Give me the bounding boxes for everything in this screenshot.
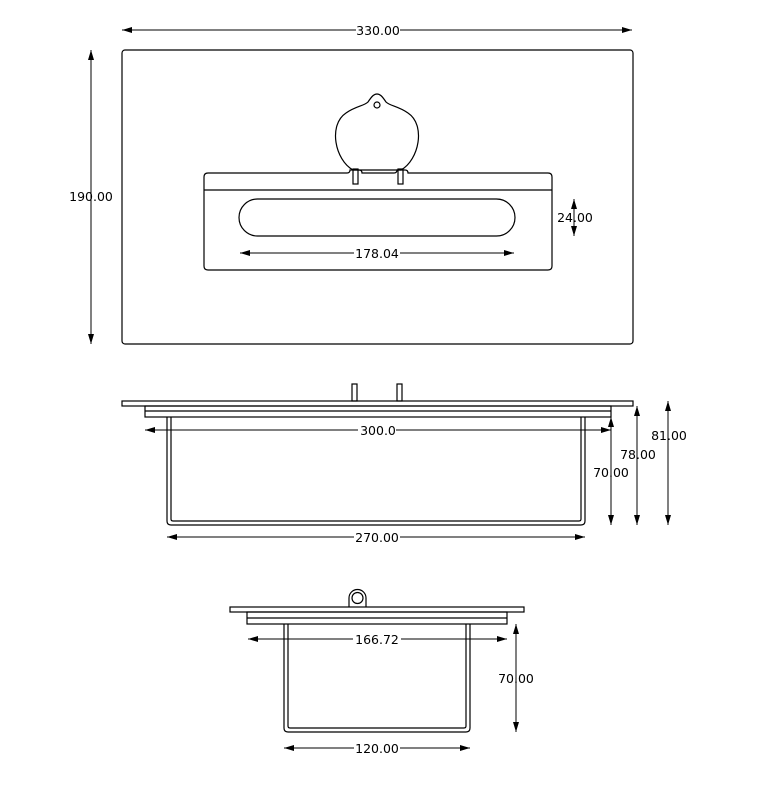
hanger-hook	[334, 93, 420, 171]
dim-side-depth: 70.00	[498, 671, 534, 686]
top-peg-left	[351, 383, 358, 402]
dim-depth-overall: 81.00	[651, 428, 687, 443]
side-towel-bar	[283, 624, 471, 733]
dim-overall-width: 330.00	[356, 23, 400, 38]
top-peg-right	[396, 383, 403, 402]
back-plate	[121, 49, 634, 345]
bracket-outline	[203, 169, 553, 271]
dim-depth-bar: 70.00	[593, 465, 629, 480]
dim-slot-height: 24.00	[557, 210, 593, 225]
slot	[238, 198, 516, 237]
peg-right	[397, 168, 404, 185]
front-view: 330.00 190.00 178.04 24.00	[69, 23, 634, 345]
peg-left	[352, 168, 359, 185]
dim-depth-bracket: 78.00	[620, 447, 656, 462]
hanger-hole	[373, 101, 381, 109]
side-view: 166.72 120.00 70.00	[229, 588, 534, 756]
dim-slot-length: 178.04	[355, 246, 399, 261]
dim-bar-width: 270.00	[355, 530, 399, 545]
dim-overall-height: 190.00	[69, 189, 113, 204]
side-hook-hole	[351, 591, 364, 605]
top-back-plate	[121, 400, 634, 407]
dim-rail-span: 300.0	[360, 423, 396, 438]
dim-side-bar-width: 120.00	[355, 741, 399, 756]
top-view: 300.0 270.00 70.00 78.00 81.00	[121, 383, 687, 545]
top-towel-bar	[166, 417, 586, 526]
side-hook	[348, 588, 367, 607]
dim-plate-width: 166.72	[355, 632, 399, 647]
side-back-plate	[229, 606, 525, 613]
